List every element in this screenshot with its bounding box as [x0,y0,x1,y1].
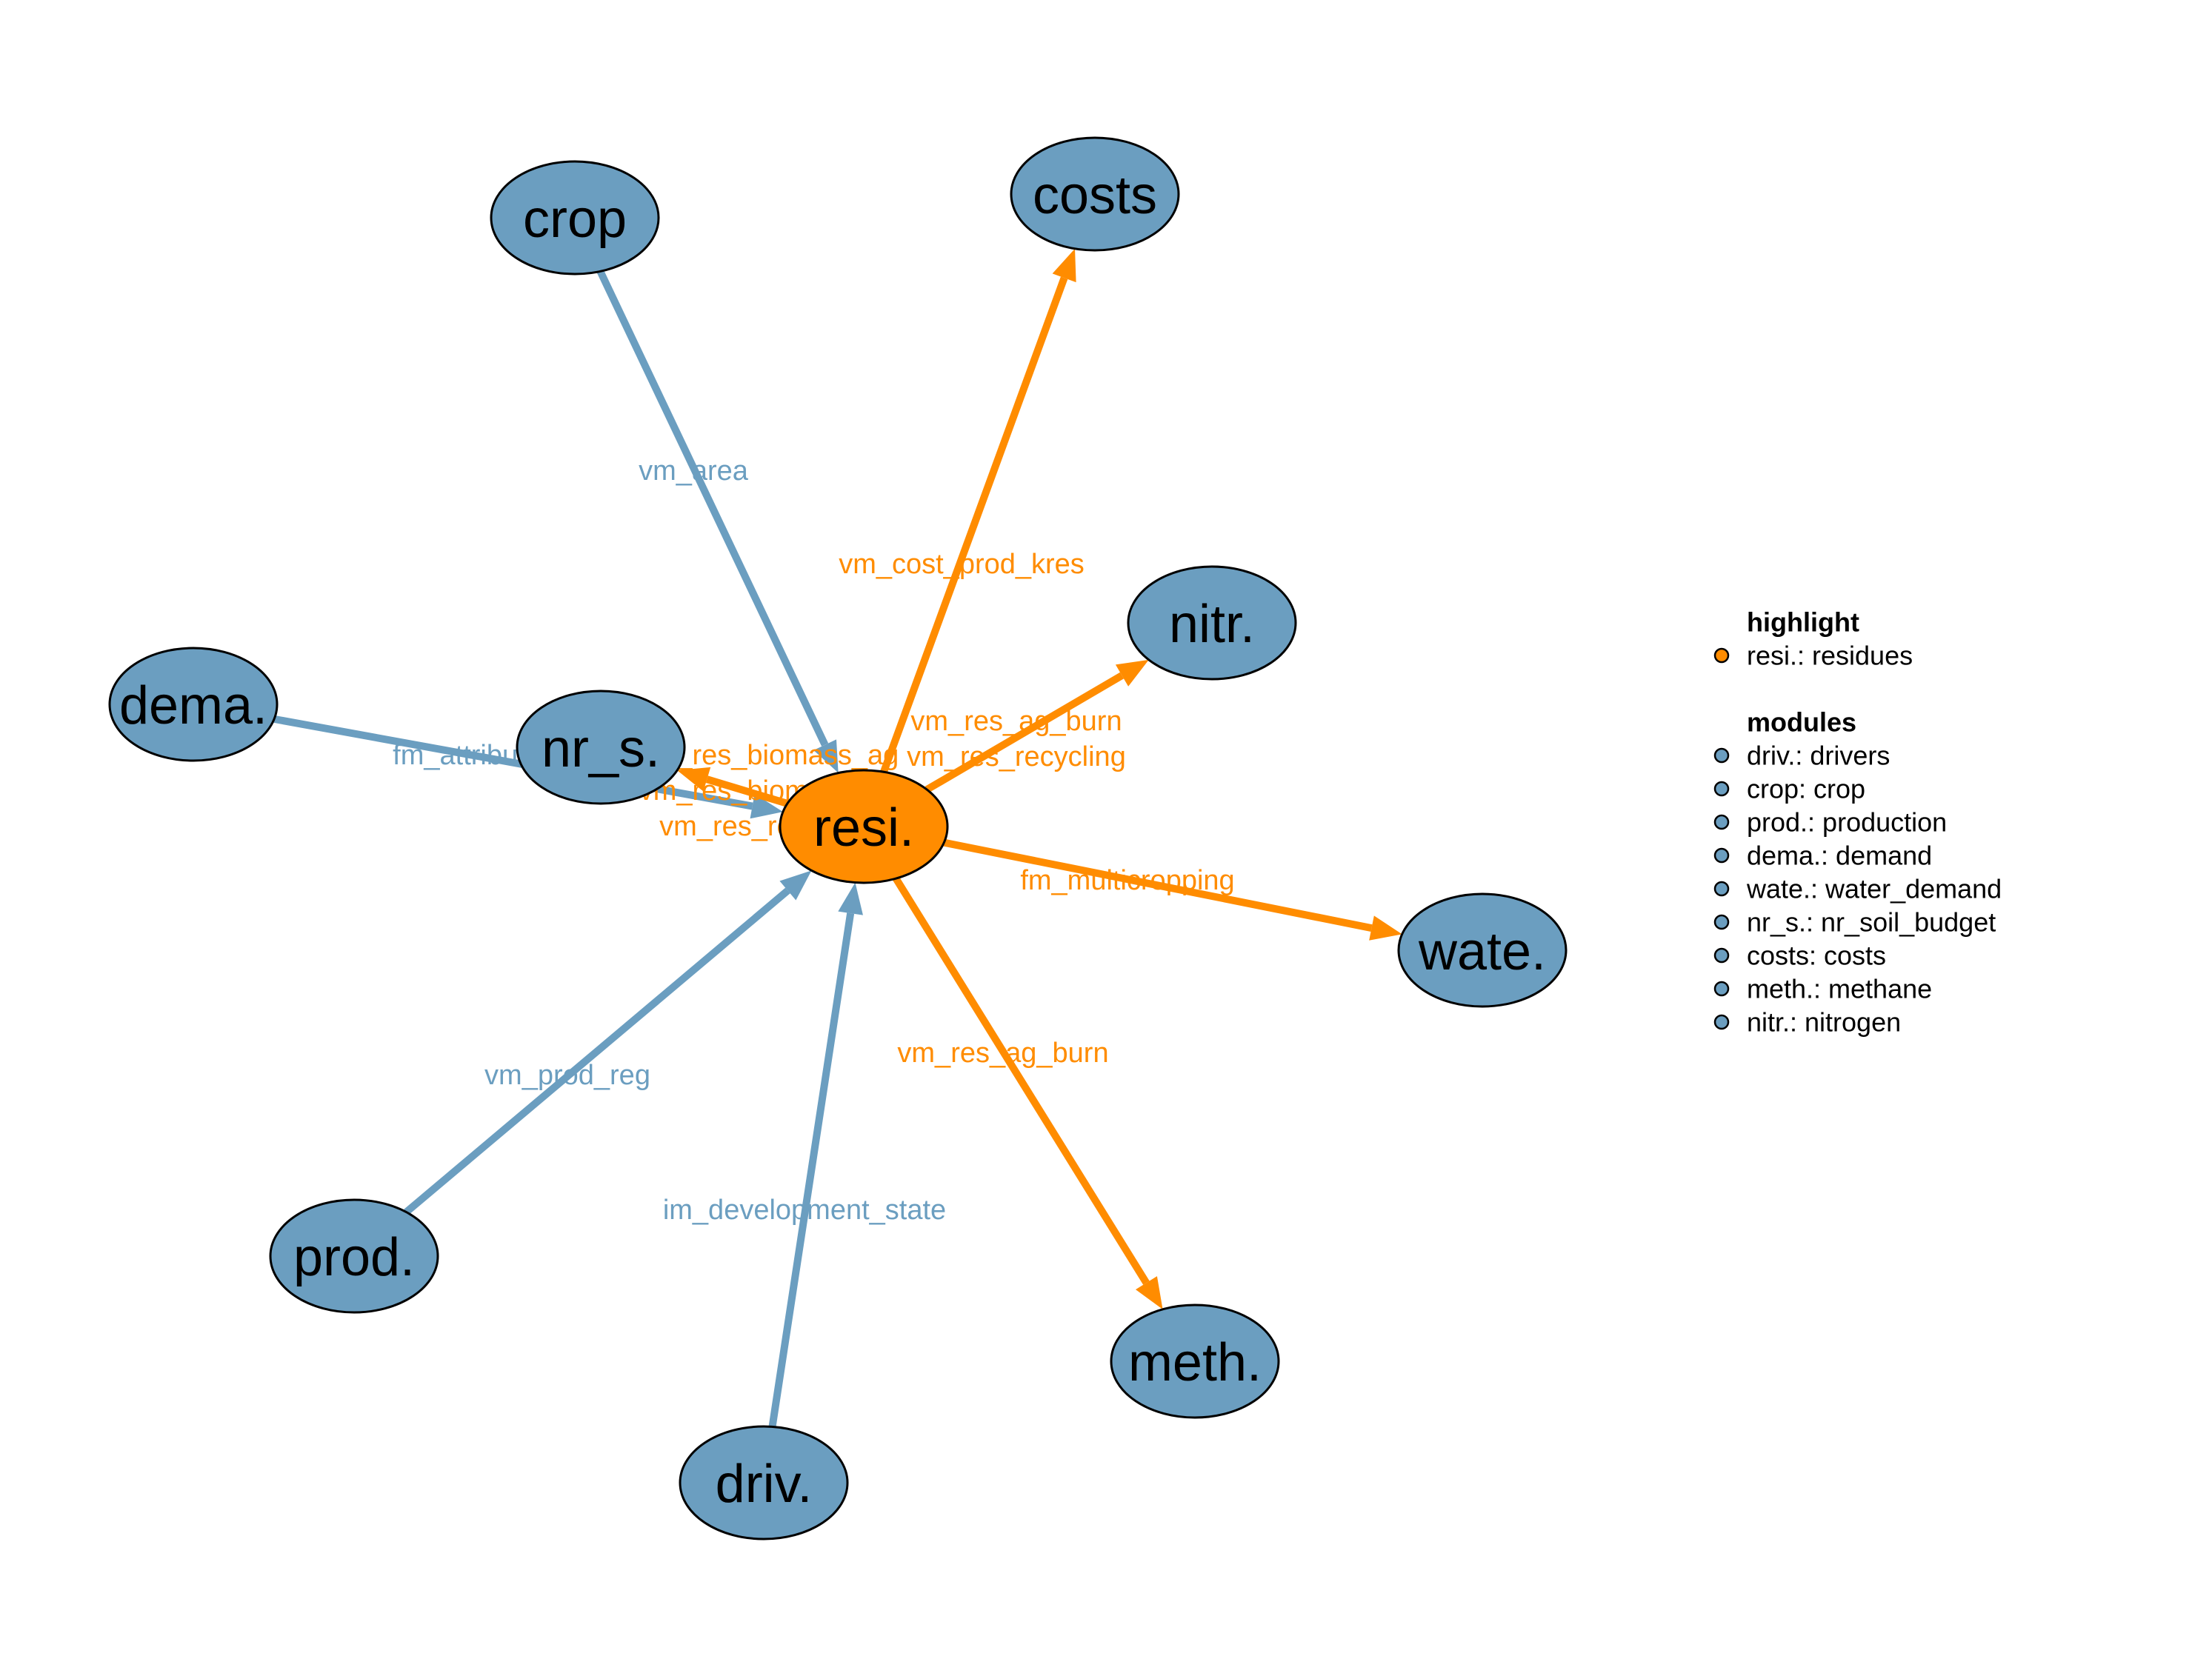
edge-resi-to-costs [880,248,1076,773]
legend-marker-module [1713,947,1730,964]
edge-arrowhead [1115,659,1149,687]
node-label: dema. [119,676,267,735]
edge-line [893,876,1150,1285]
edge-line [880,276,1068,773]
edge-driv-to-resi [768,882,863,1428]
legend-item: resi.: residues [1747,641,1913,671]
edge-resi-to-nr_s [677,767,789,807]
edge-label: im_development_state [663,1195,946,1226]
legend-item: wate.: water_demand [1746,874,2002,904]
legend-marker-module [1713,747,1730,764]
edge-line [943,838,1373,932]
legend-item: meth.: methane [1747,974,1932,1004]
legend-marker-module [1713,981,1730,997]
legend-marker-module [1713,781,1730,797]
node-meth[interactable]: meth. [1110,1304,1280,1419]
edge-line [273,715,753,810]
node-label: crop [523,190,627,249]
legend-marker-highlight [1713,647,1730,664]
node-wate[interactable]: wate. [1397,892,1568,1008]
edge-label: vm_res_recycling [907,741,1126,772]
node-ellipse[interactable] [516,690,686,805]
node-ellipse[interactable] [1397,892,1568,1008]
node-crop[interactable]: crop [490,160,660,276]
edge-arrowhead [813,739,839,773]
edge-prod-to-resi [404,870,812,1215]
node-label: wate. [1418,922,1546,981]
edge-labels: vm_areafm_attributesvm_prod_regim_develo… [393,455,1235,1226]
legend-item: nr_s.: nr_soil_budget [1747,907,1996,938]
edge-line [768,912,855,1428]
legend-item: crop: crop [1747,774,1865,804]
edge-arrowhead [1052,248,1076,283]
node-label: resi. [813,798,914,858]
edge-arrowhead [750,793,783,819]
legend-marker-module [1713,914,1730,930]
node-ellipse[interactable] [779,769,949,884]
node-ellipse[interactable] [1010,136,1180,252]
node-ellipse[interactable] [108,647,279,762]
node-ellipse[interactable] [1127,565,1297,681]
node-nitr[interactable]: nitr. [1127,565,1297,681]
node-nr_s[interactable]: nr_s. [516,690,686,805]
edge-line [596,270,829,747]
edge-arrowhead [677,767,711,792]
edge-label: fm_multicropping [1020,865,1234,896]
legend-marker-module [1713,814,1730,830]
edge-label: vm_res_ag_burn [910,706,1122,737]
node-ellipse[interactable] [490,160,660,276]
node-label: costs [1033,166,1157,225]
legend-marker-module [1713,1014,1730,1030]
edge-arrowhead [1135,1276,1163,1309]
legend-item: prod.: production [1747,807,1947,838]
edge-dema-to-resi [273,715,783,819]
node-resi[interactable]: resi. [779,769,949,884]
edge-line [705,775,789,807]
edge-label: vm_prod_reg [484,1060,650,1091]
legend-item: costs: costs [1747,941,1886,971]
node-dema[interactable]: dema. [108,647,279,762]
edge-line [925,672,1125,793]
legend-item: nitr.: nitrogen [1747,1007,1901,1038]
edge-crop-to-resi [596,270,839,773]
legend-highlight-title: highlight [1747,607,1859,638]
edge-label: vm_cost_prod_kres [839,549,1085,580]
edge-label: vm_res_ag_burn [897,1038,1108,1069]
node-prod[interactable]: prod. [269,1198,439,1314]
nodes: crop costs nitr. dema. nr_s. resi. wate. prod. m… [108,136,1568,1540]
node-label: prod. [293,1228,415,1287]
edge-resi-to-wate [943,838,1402,941]
node-ellipse[interactable] [1110,1304,1280,1419]
legend-item: dema.: demand [1747,841,1932,871]
edge-arrowhead [1369,915,1402,941]
node-ellipse[interactable] [269,1198,439,1314]
node-label: nitr. [1169,595,1255,654]
legend-modules-title: modules [1747,707,1856,738]
legend-item: driv.: drivers [1747,741,1890,771]
legend-marker-module [1713,881,1730,897]
edge-resi-to-meth [893,876,1163,1309]
node-driv[interactable]: driv. [679,1425,849,1540]
edge-label: vm_area [639,455,749,487]
node-label: nr_s. [542,719,660,778]
edge-line [404,887,790,1215]
edge-resi-to-nitr [925,659,1149,793]
edges [273,248,1402,1428]
edge-arrowhead [779,870,812,901]
node-ellipse[interactable] [679,1425,849,1540]
node-label: driv. [716,1455,813,1514]
legend-marker-module [1713,847,1730,864]
node-label: meth. [1128,1333,1262,1392]
edge-arrowhead [838,882,863,915]
node-costs[interactable]: costs [1010,136,1180,252]
